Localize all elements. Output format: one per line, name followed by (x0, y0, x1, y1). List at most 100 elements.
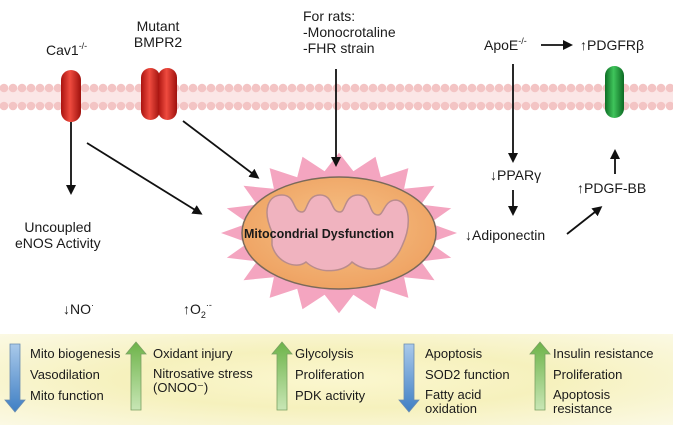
lipid-head (656, 101, 666, 111)
lipid-head (530, 101, 540, 111)
lipid-head (296, 83, 306, 93)
panel-arrows (4, 341, 551, 413)
lipid-head (512, 83, 522, 93)
arrow-adiponectin-to-pdgfbb (566, 206, 603, 235)
lipid-head (548, 101, 558, 111)
superoxide-label: ↑O2·- (183, 301, 212, 323)
lipid-head (512, 101, 522, 111)
rats-label: For rats: -Monocrotaline -FHR strain (303, 8, 396, 56)
lipid-head (224, 101, 234, 111)
bmpr2-receptor-right (158, 68, 177, 120)
panel-3-item: PDK activity (295, 388, 366, 403)
lipid-head (8, 101, 18, 111)
lipid-head (494, 83, 504, 93)
lipid-head (89, 83, 99, 93)
apoe-superscript: -/- (518, 36, 527, 46)
lipid-head (638, 83, 648, 93)
lipid-head (665, 101, 673, 111)
lipid-head (575, 83, 585, 93)
uncoupled-enos-label: Uncoupled eNOS Activity (15, 219, 101, 251)
lipid-head (350, 83, 360, 93)
lipid-head (485, 101, 495, 111)
lipid-head (179, 101, 189, 111)
lipid-head (458, 101, 468, 111)
lipid-head (422, 101, 432, 111)
lipid-head (476, 101, 486, 111)
panel-4-list: Apoptosis SOD2 function Fatty acid oxida… (425, 346, 520, 422)
superoxide-superscript: ·- (205, 300, 212, 310)
arrow-cav1-to-mito (86, 142, 203, 215)
lipid-head (80, 101, 90, 111)
lipid-head (431, 83, 441, 93)
lipid-head (98, 101, 108, 111)
lipid-head (188, 83, 198, 93)
lipid-head (305, 83, 315, 93)
lipid-head (548, 83, 558, 93)
lipid-head (17, 101, 27, 111)
lipid-head (26, 83, 36, 93)
lipid-head (467, 101, 477, 111)
lipid-head (395, 83, 405, 93)
uncoupled-line2: eNOS Activity (15, 235, 101, 251)
lipid-head (557, 83, 567, 93)
lipid-head (467, 83, 477, 93)
lipid-head (431, 101, 441, 111)
panel-4-item: SOD2 function (425, 367, 510, 382)
panel-5-up-arrow (529, 341, 551, 411)
lipid-head (269, 101, 279, 111)
pdgf-bb-label: ↑PDGF-BB (577, 180, 647, 196)
lipid-head (44, 83, 54, 93)
lipid-head (503, 101, 513, 111)
lipid-head (449, 83, 459, 93)
lipid-head (494, 101, 504, 111)
lipid-head (233, 101, 243, 111)
lipid-head (242, 101, 252, 111)
lipid-head (341, 101, 351, 111)
lipid-head (233, 83, 243, 93)
panel-2-list: Oxidant injury Nitrosative stress (ONOO⁻… (153, 346, 265, 401)
lipid-head (215, 101, 225, 111)
uncoupled-line1: Uncoupled (24, 219, 92, 235)
lipid-head (557, 101, 567, 111)
lipid-head (188, 101, 198, 111)
lipid-head (278, 83, 288, 93)
lipid-head (386, 83, 396, 93)
lipid-head (485, 83, 495, 93)
cav1-label: Cav1-/- (46, 42, 87, 59)
effects-panel: Mito biogenesis Vasodilation Mito functi… (0, 334, 673, 425)
lipid-head (503, 83, 513, 93)
lipid-head (521, 83, 531, 93)
panel-4-down-arrow (398, 343, 420, 413)
lipid-head (440, 101, 450, 111)
lipid-head (377, 83, 387, 93)
lipid-head (17, 83, 27, 93)
lipid-head (0, 83, 9, 93)
lipid-head (422, 83, 432, 93)
lipid-head (206, 101, 216, 111)
lipid-head (566, 101, 576, 111)
lipid-head (368, 101, 378, 111)
lipid-head (260, 83, 270, 93)
lipid-head (8, 83, 18, 93)
lipid-head (197, 101, 207, 111)
panel-3-up-arrow (271, 341, 293, 411)
lipid-head (314, 101, 324, 111)
lipid-head (323, 83, 333, 93)
mito-dysfunction-label: Mitocondrial Dysfunction (244, 227, 394, 241)
superoxide-text: ↑O (183, 301, 201, 317)
panel-4-item: Apoptosis (425, 346, 483, 361)
lipid-head (584, 101, 594, 111)
mutant-bmpr2-line1: Mutant (136, 18, 180, 34)
lipid-head (323, 101, 333, 111)
lipid-head (197, 83, 207, 93)
lipid-head (26, 101, 36, 111)
lipid-head (395, 101, 405, 111)
panel-3-list: Glycolysis Proliferation PDK activity (295, 346, 365, 409)
lipid-head (647, 83, 657, 93)
lipid-head (593, 101, 603, 111)
lipid-head (251, 101, 261, 111)
lipid-head (305, 101, 315, 111)
lipid-head (125, 101, 135, 111)
lipid-head (107, 101, 117, 111)
rats-line1: For rats: (303, 8, 356, 24)
